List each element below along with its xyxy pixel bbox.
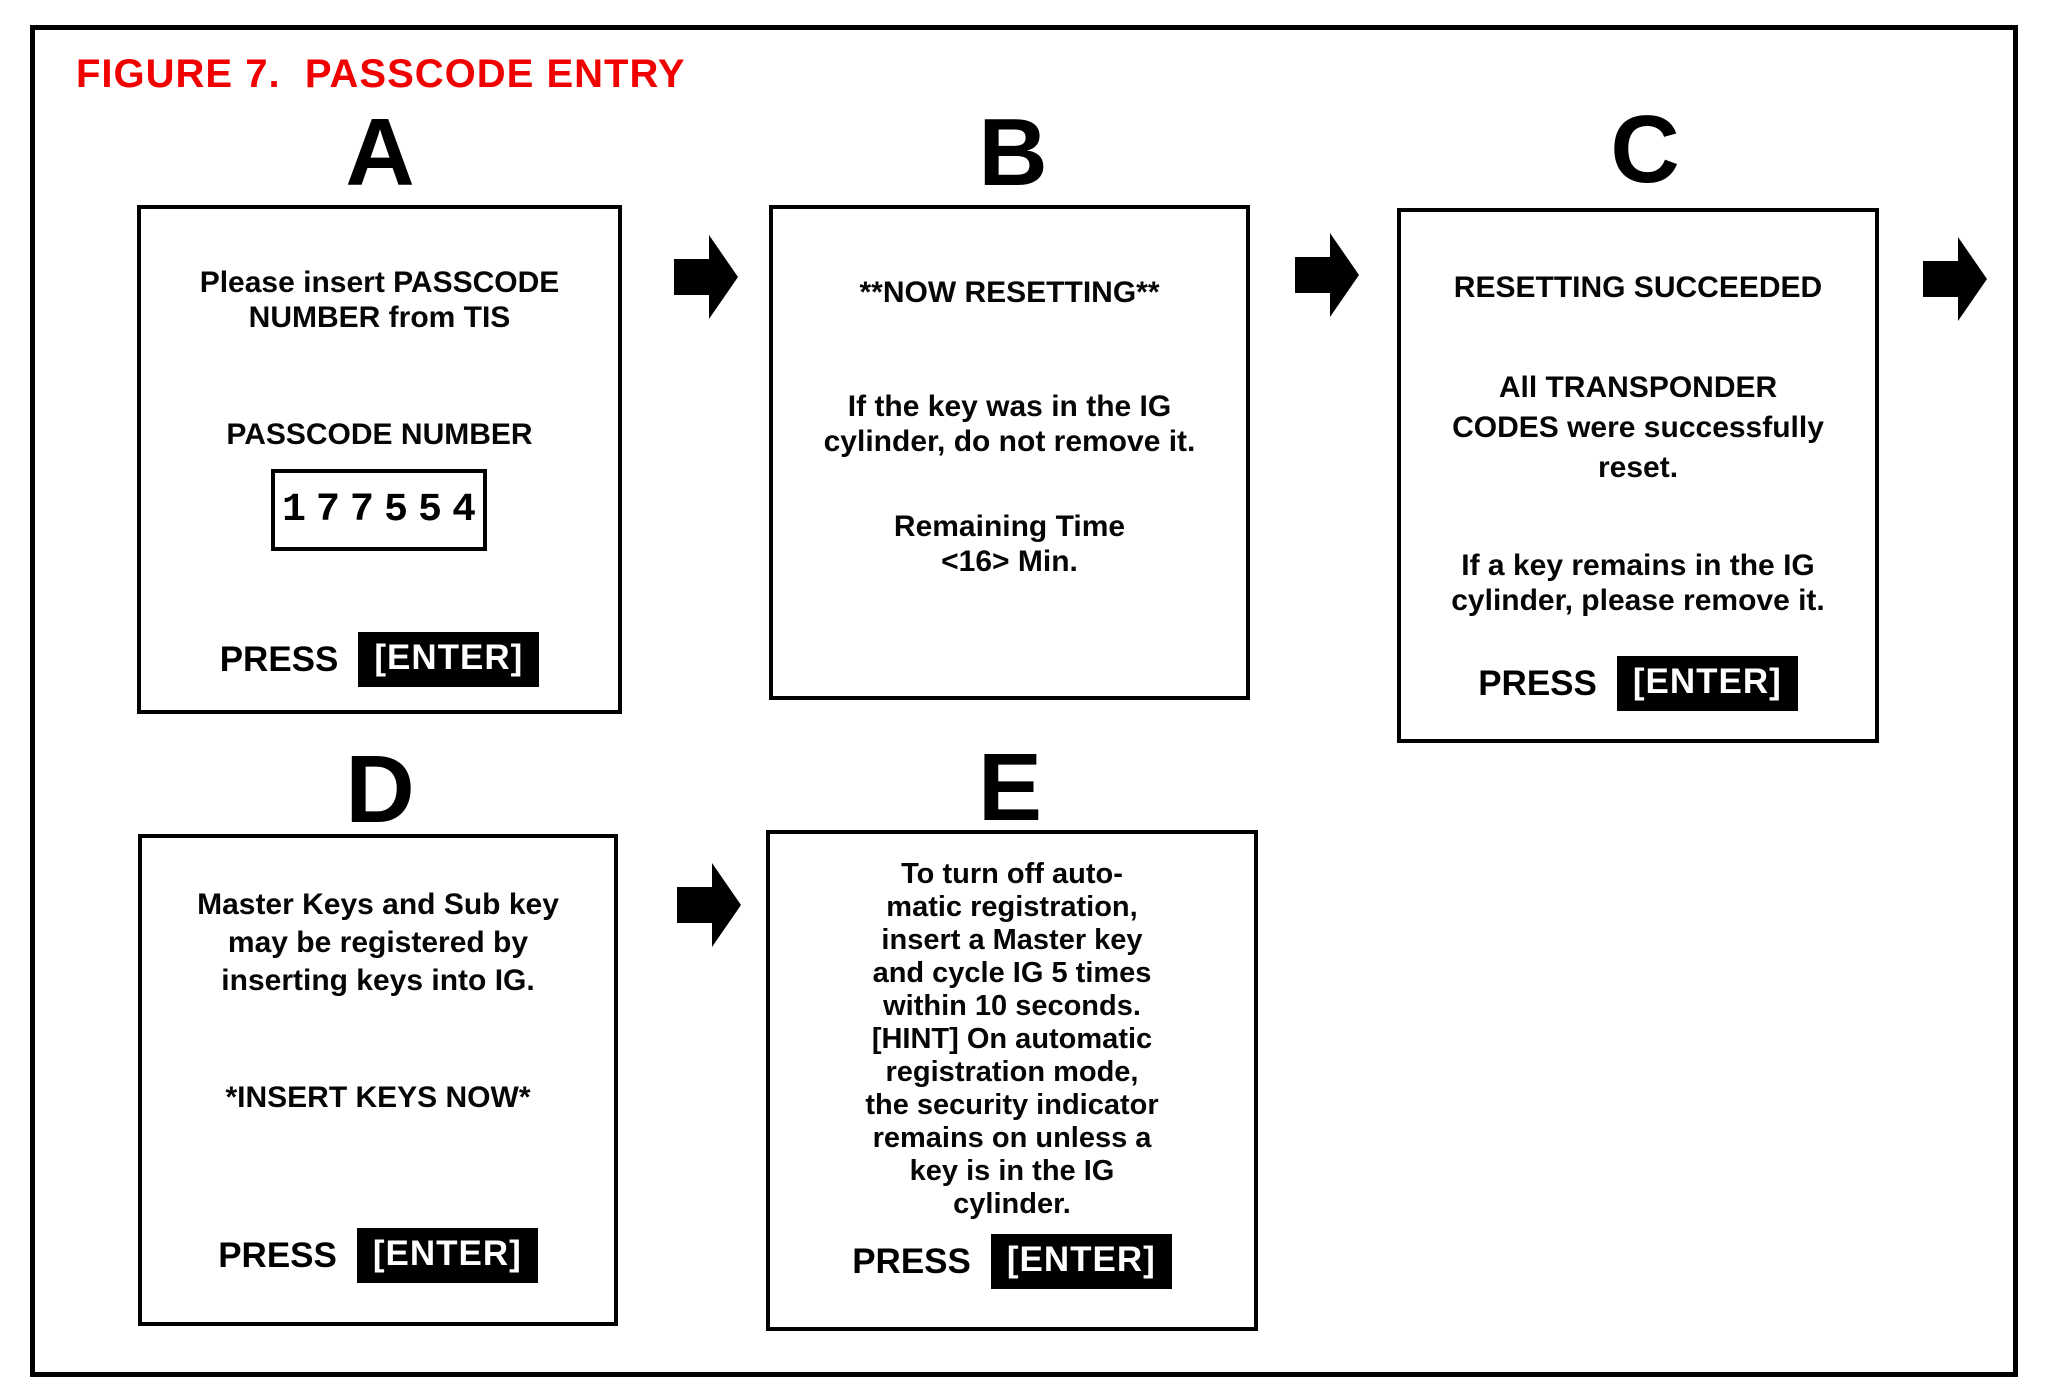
arrow-right-icon [674, 235, 738, 319]
press-label: PRESS [218, 1235, 337, 1275]
enter-key-badge: [ENTER] [1616, 656, 1798, 711]
panel-d-press-row: PRESS [ENTER] [142, 1228, 614, 1283]
panel-b-heading: **NOW RESETTING** [859, 276, 1160, 309]
panel-c-heading: RESETTING SUCCEEDED [1453, 271, 1823, 304]
figure-title: FIGURE 7. PASSCODE ENTRY [76, 52, 686, 96]
panel-a-passcode-label: PASSCODE NUMBER [226, 418, 533, 451]
panel-a-intro: Please insert PASSCODE NUMBER from TIS [199, 266, 560, 334]
screen-panel-d: Master Keys and Sub key may be registere… [138, 834, 618, 1326]
panel-letter-d: D [345, 736, 415, 843]
arrow-right-icon [1923, 237, 1987, 321]
passcode-value: 177554 [281, 487, 487, 533]
panel-letter-e: E [977, 734, 1043, 841]
panel-letter-b: B [978, 99, 1048, 206]
panel-a-press-row: PRESS [ENTER] [141, 632, 618, 687]
enter-key-badge: [ENTER] [358, 632, 540, 687]
panel-c-body1: All TRANSPONDER CODES were successfully … [1452, 371, 1824, 484]
panel-b-body: If the key was in the IG cylinder, do no… [823, 390, 1196, 458]
screen-panel-b: **NOW RESETTING** If the key was in the … [769, 205, 1250, 700]
panel-letter-a: A [345, 99, 415, 206]
screen-panel-a: Please insert PASSCODE NUMBER from TIS P… [137, 205, 622, 714]
panel-d-body: Master Keys and Sub key may be registere… [197, 888, 559, 997]
panel-c-press-row: PRESS [ENTER] [1401, 656, 1875, 711]
press-label: PRESS [852, 1241, 971, 1281]
press-label: PRESS [219, 639, 339, 679]
screen-panel-c: RESETTING SUCCEEDED All TRANSPONDER CODE… [1397, 208, 1879, 743]
passcode-field: 177554 [271, 469, 487, 551]
enter-key-badge: [ENTER] [356, 1228, 538, 1283]
panel-e-body: To turn off auto- matic registration, in… [865, 858, 1159, 1220]
panel-e-press-row: PRESS [ENTER] [770, 1234, 1254, 1289]
panel-c-body2: If a key remains in the IG cylinder, ple… [1451, 549, 1825, 617]
panel-letter-c: C [1610, 96, 1680, 203]
screen-panel-e: To turn off auto- matic registration, in… [766, 830, 1258, 1331]
arrow-right-icon [677, 863, 741, 947]
enter-key-badge: [ENTER] [990, 1234, 1172, 1289]
press-label: PRESS [1478, 663, 1597, 703]
arrow-right-icon [1295, 233, 1359, 317]
panel-b-remaining-time: Remaining Time <16> Min. [893, 510, 1126, 578]
panel-d-insert-line: *INSERT KEYS NOW* [225, 1081, 531, 1114]
